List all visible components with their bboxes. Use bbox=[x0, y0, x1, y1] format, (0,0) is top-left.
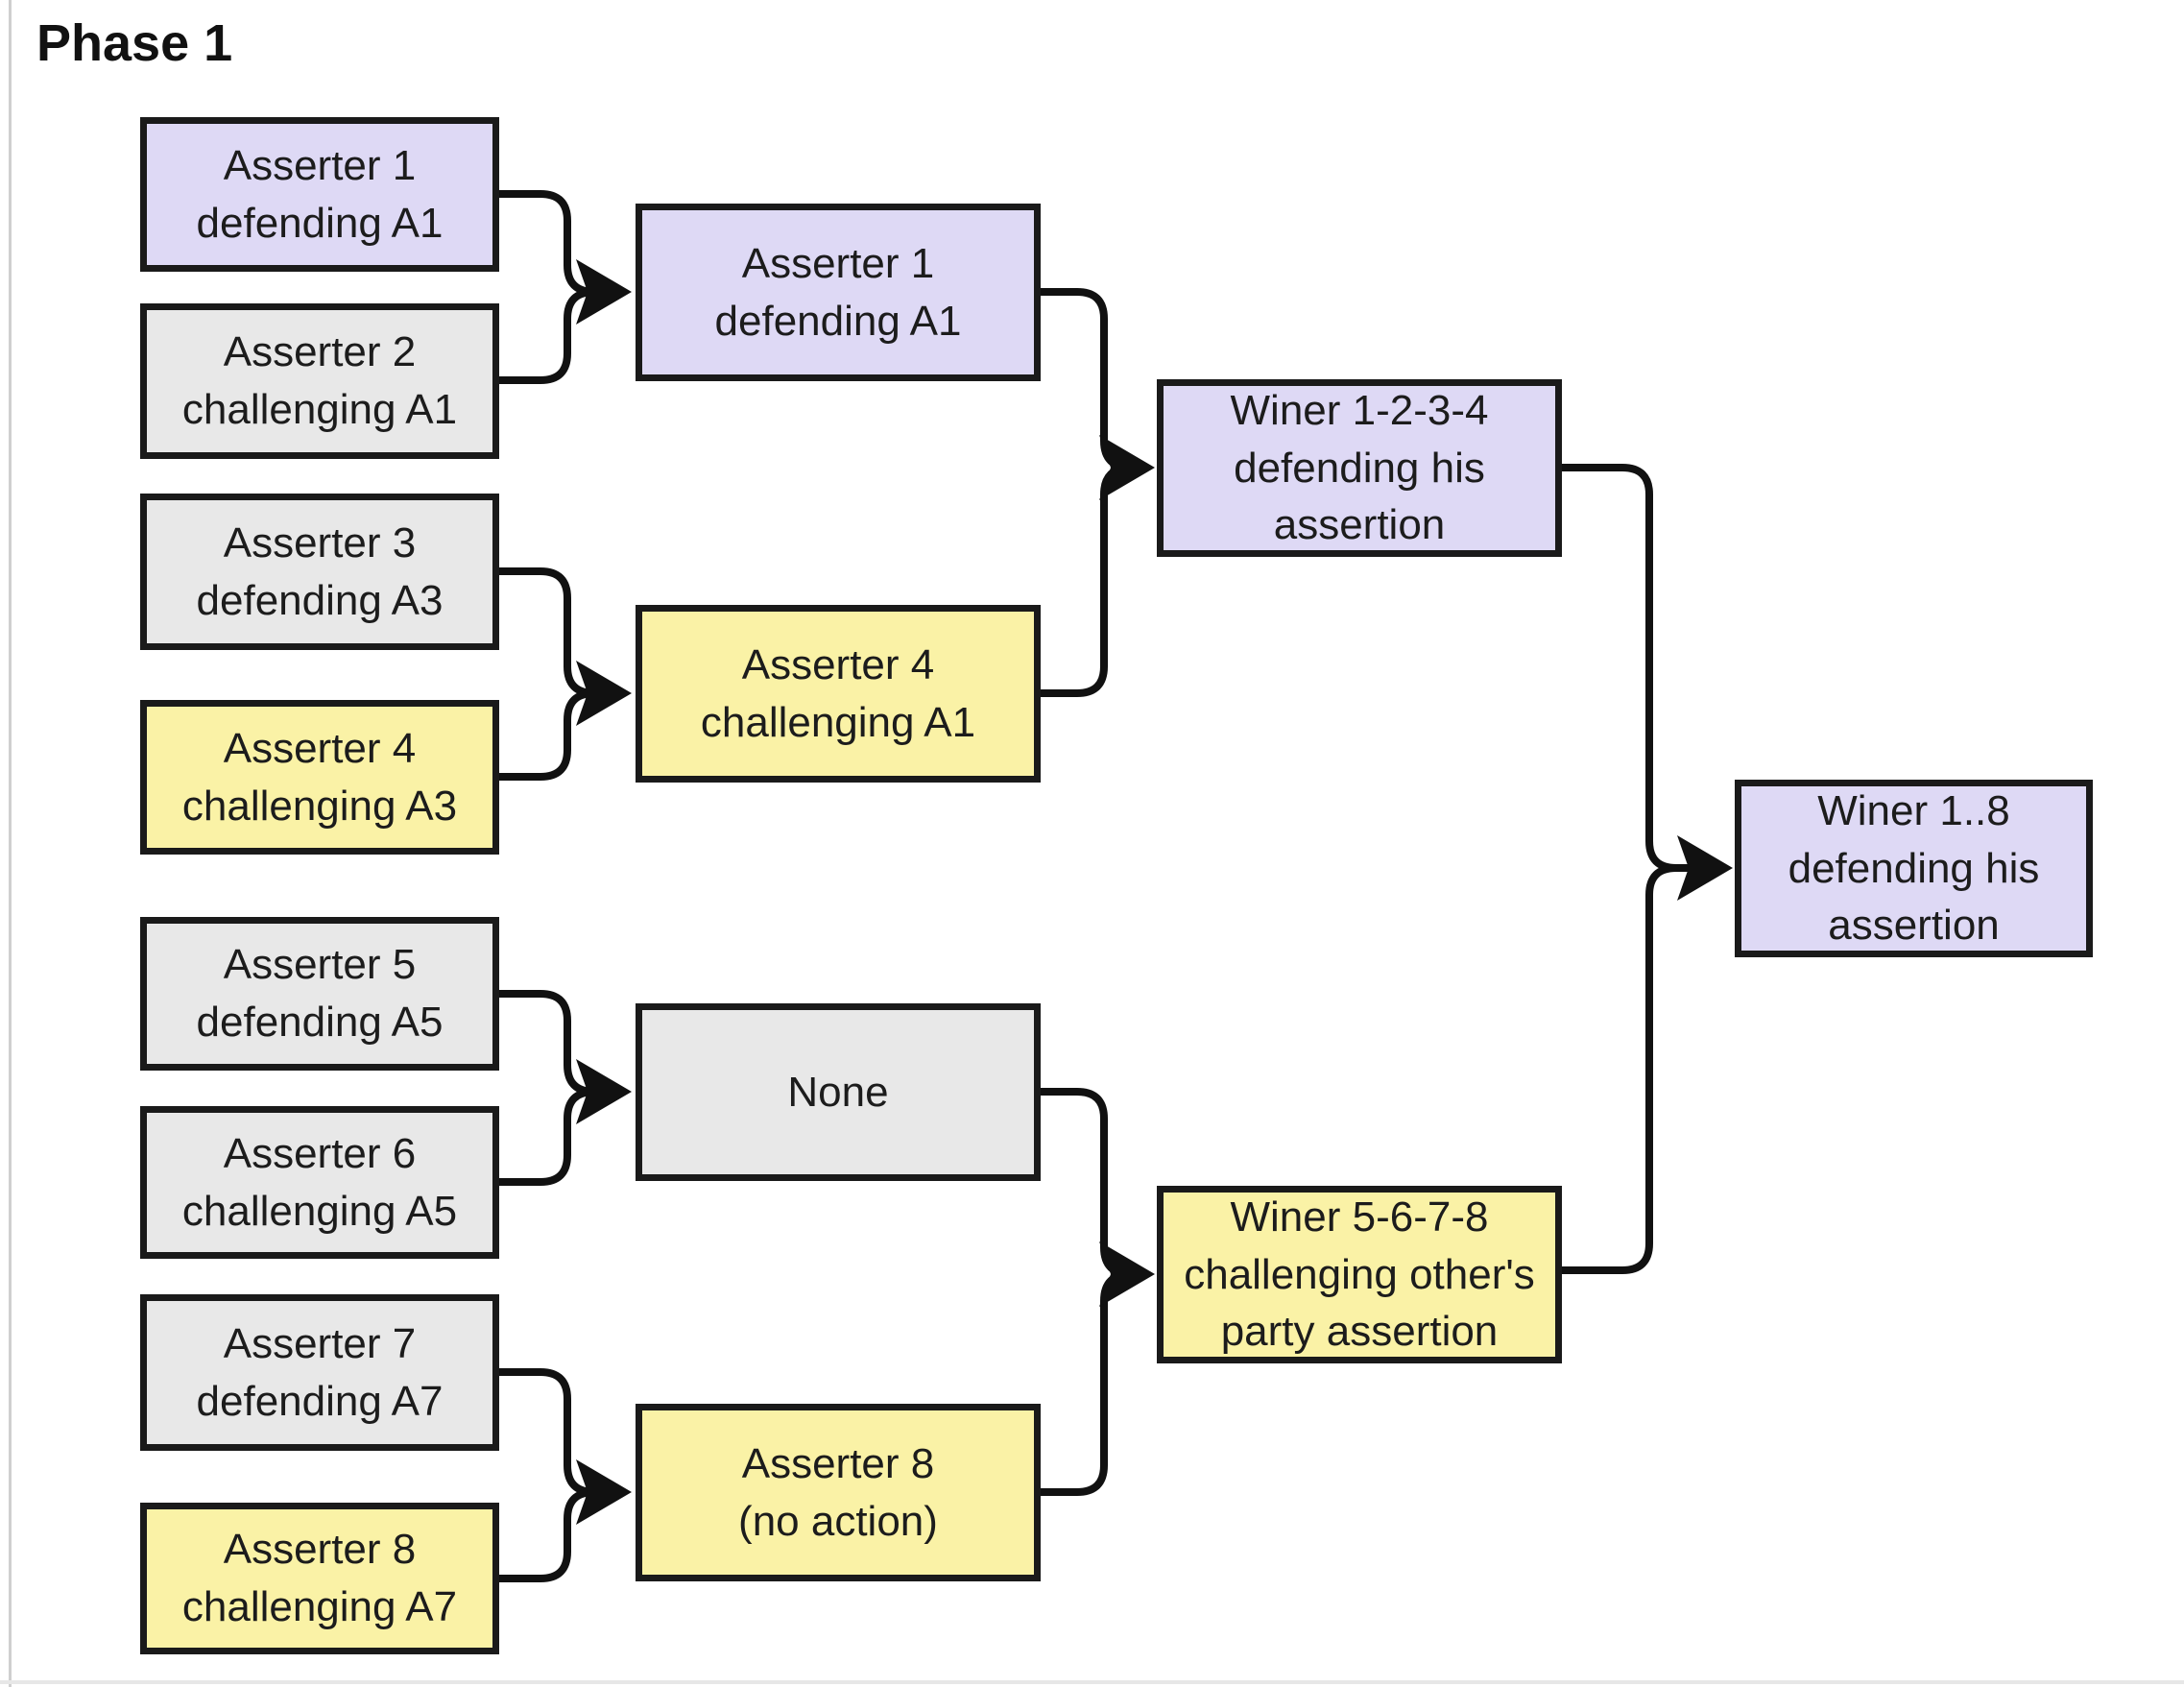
arrowhead-icon bbox=[1677, 835, 1733, 901]
connector-line bbox=[495, 689, 597, 781]
node-round1-asserter-7: Asserter 7 defending A7 bbox=[140, 1294, 499, 1451]
connector-line bbox=[495, 1088, 597, 1186]
connector-line bbox=[495, 190, 597, 296]
connector-line bbox=[1041, 1088, 1135, 1278]
page-left-border bbox=[9, 0, 12, 1687]
node-round1-asserter-4: Asserter 4 challenging A3 bbox=[140, 700, 499, 855]
node-round1-asserter-6: Asserter 6 challenging A5 bbox=[140, 1106, 499, 1259]
connector-line bbox=[495, 1488, 597, 1582]
connector-line bbox=[1558, 464, 1692, 872]
node-round1-asserter-2: Asserter 2 challenging A1 bbox=[140, 303, 499, 459]
node-round1-asserter-3: Asserter 3 defending A3 bbox=[140, 494, 499, 650]
node-winner-5-6-7-8: Winer 5-6-7-8 challenging other's party … bbox=[1157, 1186, 1562, 1363]
page-bottom-border bbox=[0, 1680, 2184, 1684]
connector-line bbox=[1041, 288, 1135, 471]
connector-line bbox=[1041, 1270, 1135, 1496]
connector-line bbox=[1041, 464, 1135, 697]
arrowhead-icon bbox=[576, 661, 632, 726]
page-title: Phase 1 bbox=[36, 14, 233, 72]
node-winner-1-2-3-4: Winer 1-2-3-4 defending his assertion bbox=[1157, 379, 1562, 557]
node-round1-asserter-5: Asserter 5 defending A5 bbox=[140, 917, 499, 1071]
node-winner-1-to-8-final: Winer 1..8 defending his assertion bbox=[1735, 780, 2093, 957]
connector-line bbox=[1558, 864, 1692, 1274]
node-round2-asserter-8-no-action: Asserter 8 (no action) bbox=[636, 1404, 1041, 1581]
arrowhead-icon bbox=[1099, 435, 1155, 500]
node-round2-none: None bbox=[636, 1003, 1041, 1181]
arrowhead-icon bbox=[1099, 1241, 1155, 1307]
arrowhead-icon bbox=[576, 1059, 632, 1124]
arrowhead-icon bbox=[576, 259, 632, 325]
connector-line bbox=[495, 990, 597, 1096]
node-round1-asserter-1: Asserter 1 defending A1 bbox=[140, 117, 499, 272]
arrowhead-icon bbox=[576, 1459, 632, 1525]
connector-line bbox=[495, 288, 597, 384]
node-round2-asserter-4-challenging: Asserter 4 challenging A1 bbox=[636, 605, 1041, 783]
node-round1-asserter-8: Asserter 8 challenging A7 bbox=[140, 1503, 499, 1654]
node-round2-asserter-1-defending: Asserter 1 defending A1 bbox=[636, 204, 1041, 381]
